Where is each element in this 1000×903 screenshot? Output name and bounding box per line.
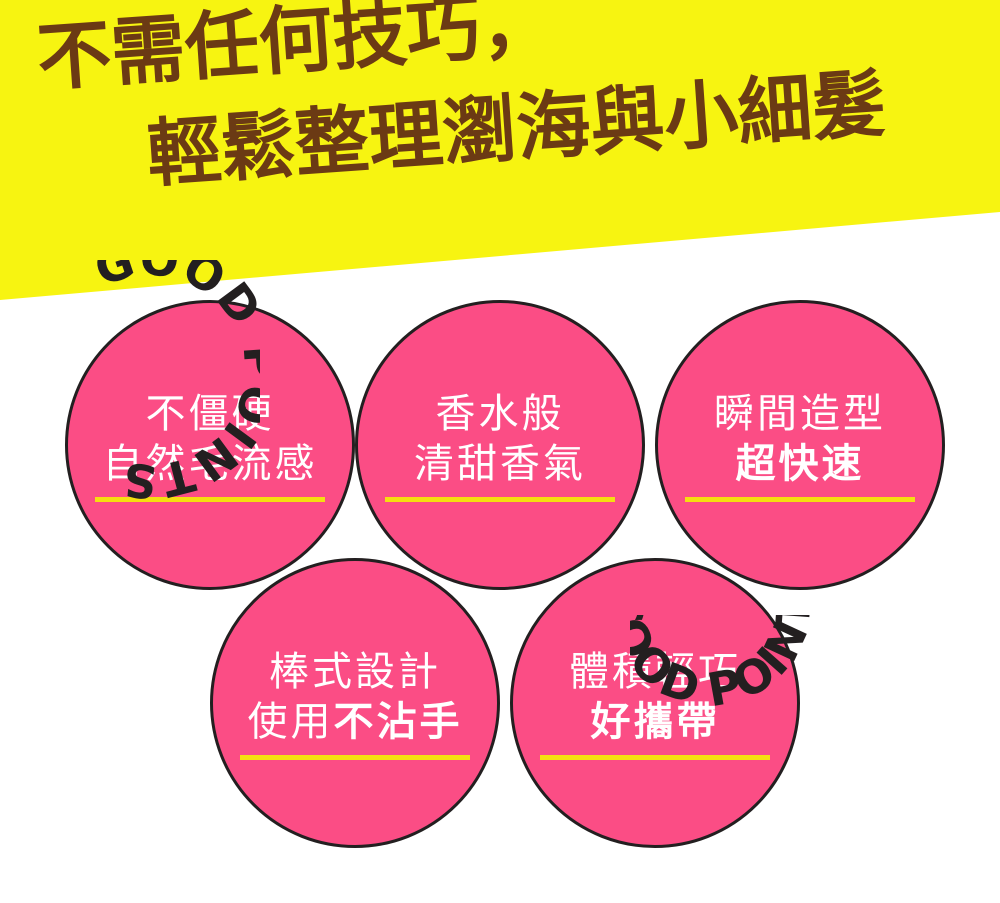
point-1-line-1: 不僵硬: [145, 390, 275, 437]
point-5-line-2: 好攜帶: [590, 698, 720, 745]
good-point-circle-4: 棒式設計 使用不沾手: [210, 558, 500, 848]
good-point-circle-2: 香水般 清甜香氣: [355, 300, 645, 590]
point-2-underline: [385, 496, 615, 502]
point-3-line-1: 瞬間造型: [714, 390, 886, 437]
good-point-circle-3: 瞬間造型 超快速: [655, 300, 945, 590]
point-5-line-1: 體積輕巧: [569, 648, 741, 695]
point-4-line-1: 棒式設計: [269, 648, 441, 695]
good-point-circle-5: 體積輕巧 好攜帶: [510, 558, 800, 848]
point-1-underline: [95, 496, 325, 502]
point-2-line-2: 清甜香氣: [414, 440, 586, 487]
point-2-line-1: 香水般: [435, 390, 565, 437]
point-3-line-2: 超快速: [735, 440, 865, 487]
point-4-underline: [240, 754, 470, 760]
point-3-underline: [685, 496, 915, 502]
point-4-line-2: 使用不沾手: [247, 698, 463, 745]
point-5-underline: [540, 754, 770, 760]
good-point-circle-1: 不僵硬 自然毛流感: [65, 300, 355, 590]
point-1-line-2: 自然毛流感: [102, 440, 318, 487]
